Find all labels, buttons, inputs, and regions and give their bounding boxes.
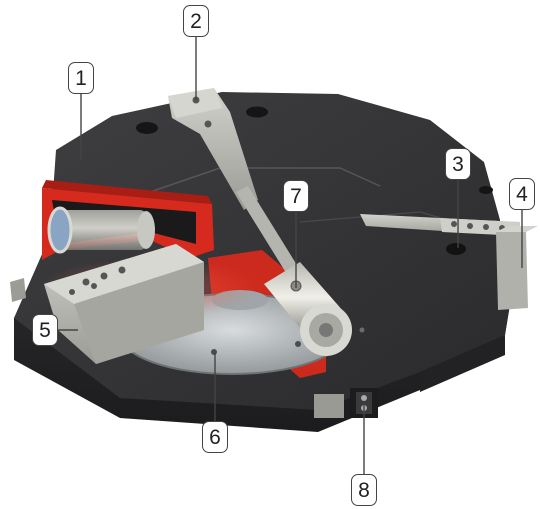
- part-4-block: [496, 232, 528, 310]
- callout-label: 7: [290, 184, 302, 208]
- lens-front: [49, 208, 71, 252]
- callout-label: 5: [39, 318, 51, 342]
- red-cutaway-left-top: [42, 180, 212, 204]
- part-5-front: [74, 262, 204, 364]
- callout-5: 5: [32, 314, 58, 346]
- callout-4: 4: [509, 178, 535, 210]
- support-rod: [236, 186, 300, 276]
- lens-barrel: [62, 210, 146, 250]
- callout-7: 7: [283, 180, 309, 212]
- callout-2: 2: [183, 5, 209, 37]
- mount-hole: [246, 106, 268, 118]
- callout-label: 8: [358, 478, 370, 502]
- arm-2: [168, 88, 258, 210]
- mount-hole: [479, 186, 493, 194]
- callout-1: 1: [68, 62, 94, 94]
- mount-hole: [136, 122, 158, 134]
- lens-rear: [137, 211, 155, 249]
- callout-label: 2: [190, 9, 202, 33]
- front-plate: [314, 394, 344, 418]
- callout-label: 6: [209, 425, 221, 449]
- left-connector: [10, 278, 26, 302]
- callout-6: 6: [202, 421, 228, 453]
- callout-8: 8: [351, 474, 377, 506]
- housing-right-edge: [420, 335, 505, 392]
- mount-hole: [446, 243, 466, 255]
- callout-3: 3: [445, 148, 471, 180]
- part-4-block-side: [496, 226, 538, 232]
- part-5-top: [44, 244, 204, 304]
- lens-front-ring: [47, 206, 73, 254]
- callout-label: 4: [516, 182, 528, 206]
- callout-label: 3: [452, 152, 464, 176]
- top-ridge-line: [149, 167, 381, 193]
- leader-lines: [58, 37, 523, 474]
- callout-label: 1: [75, 66, 87, 90]
